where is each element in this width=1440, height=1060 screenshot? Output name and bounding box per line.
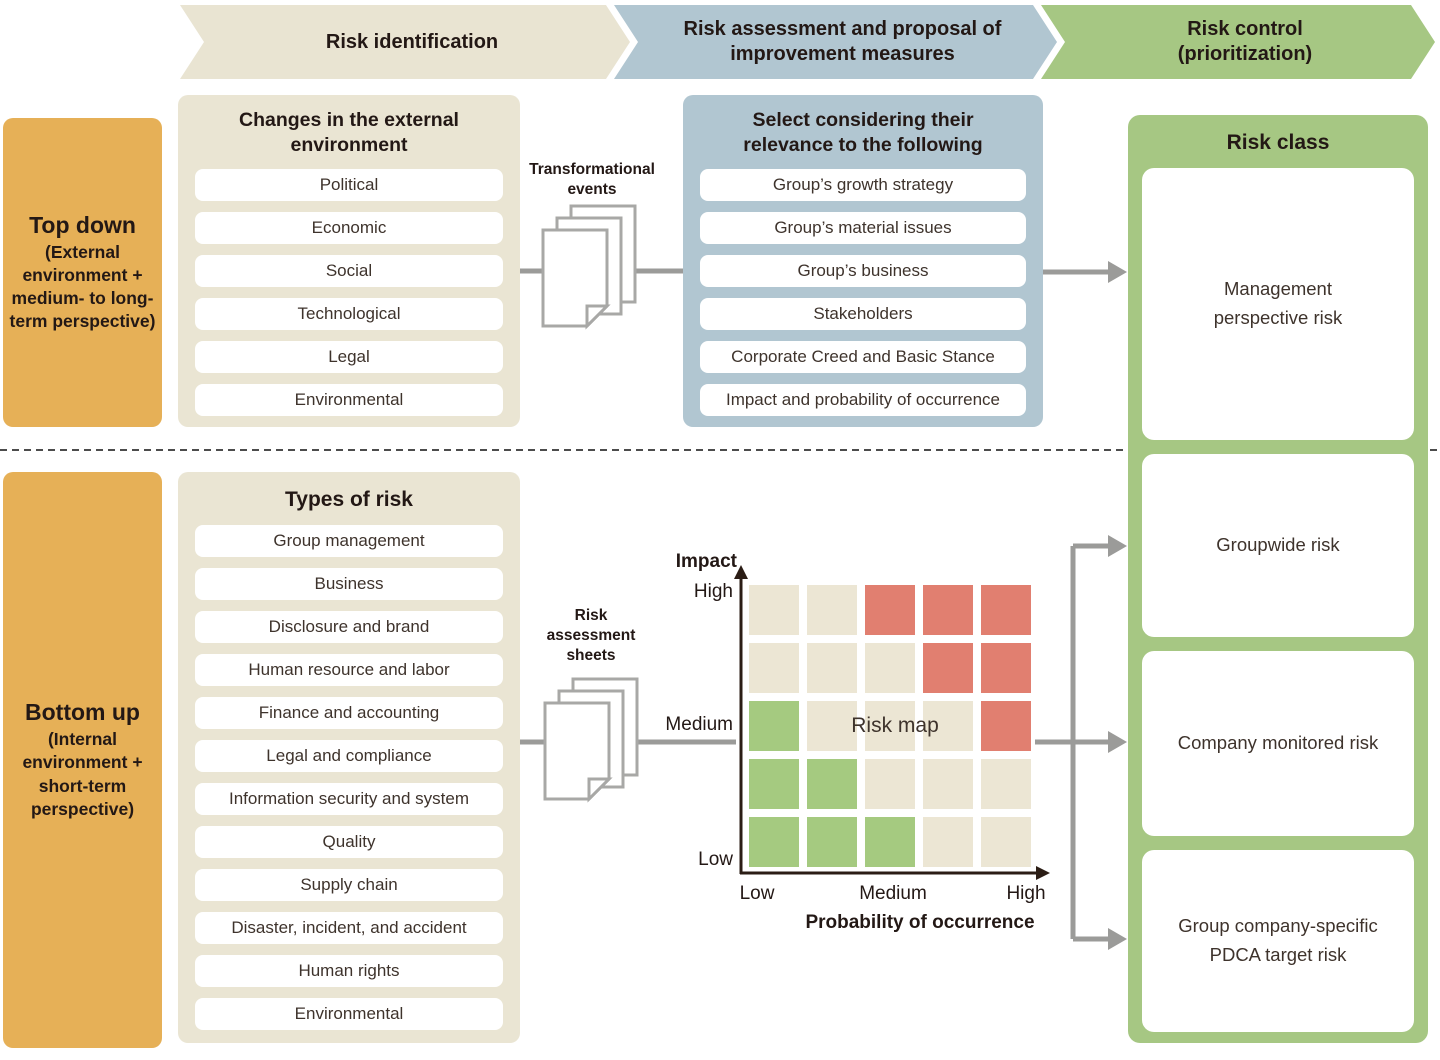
list-item: Group management	[195, 525, 503, 557]
panel-title: Changes in the external environment	[239, 109, 459, 156]
risk-map-cell-beige	[749, 585, 799, 635]
risk-map-cell-red	[865, 585, 915, 635]
list-item: Social	[195, 255, 503, 287]
risk-map-cell-beige	[865, 701, 915, 751]
list-item: Group’s business	[700, 255, 1026, 287]
risk-map-cell-green	[865, 817, 915, 867]
list-item: Information security and system	[195, 783, 503, 815]
risk-map-cell-green	[749, 817, 799, 867]
risk-class-box: Group company-specific PDCA target risk	[1142, 850, 1414, 1032]
risk-class-box: Company monitored risk	[1142, 651, 1414, 836]
risk-map-title: Risk map	[851, 714, 939, 737]
process-step-label: Risk assessment and proposal of improvem…	[683, 18, 1002, 65]
list-item: Human rights	[195, 955, 503, 987]
list-item: Legal and compliance	[195, 740, 503, 772]
risk-map-cell-green	[807, 817, 857, 867]
risk-map-cell-green	[807, 759, 857, 809]
list-item: Business	[195, 568, 503, 600]
list-item: Impact and probability of occurrence	[700, 384, 1026, 416]
transformational-events-label: Transformational events	[529, 161, 655, 199]
list-item: Finance and accounting	[195, 697, 503, 729]
list-item: Technological	[195, 298, 503, 330]
bottom-up-label-box: Bottom up (Internal environment + short-…	[3, 472, 162, 1048]
risk-map-cell-beige	[981, 759, 1031, 809]
process-step-risk-control: Risk control (prioritization)	[1041, 5, 1435, 79]
risk-map-cell-red	[923, 585, 973, 635]
y-tick-low: Low	[698, 849, 733, 870]
risk-map-cell-green	[749, 759, 799, 809]
risk-map-cell-beige	[981, 817, 1031, 867]
list-item: Environmental	[195, 384, 503, 416]
list-item: Group’s material issues	[700, 212, 1026, 244]
risk-map-cell-beige	[749, 643, 799, 693]
list-item: Economic	[195, 212, 503, 244]
selection-criteria-panel: Select considering their relevance to th…	[683, 95, 1043, 427]
risk-map-cell-beige	[807, 585, 857, 635]
x-tick-high: High	[1006, 883, 1046, 904]
list-item: Group’s growth strategy	[700, 169, 1026, 201]
y-tick-medium: Medium	[665, 714, 733, 735]
risk-map-cell-red	[923, 643, 973, 693]
list-item: Disaster, incident, and accident	[195, 912, 503, 944]
list-item: Environmental	[195, 998, 503, 1030]
document-stack-icon	[543, 677, 639, 803]
risk-map-cell-green	[749, 701, 799, 751]
list-item: Quality	[195, 826, 503, 858]
risk-map-cell-beige	[865, 643, 915, 693]
panel-title: Risk class	[1226, 131, 1330, 154]
top-down-label-box: Top down (External environment + medium-…	[3, 118, 162, 427]
risk-class-box: Management perspective risk	[1142, 168, 1414, 440]
process-step-label: Risk identification	[325, 30, 499, 53]
risk-map-cell-red	[981, 643, 1031, 693]
list-item: Supply chain	[195, 869, 503, 901]
list-item: Stakeholders	[700, 298, 1026, 330]
risk-map-cell-beige	[923, 701, 973, 751]
risk-map-cell-red	[981, 701, 1031, 751]
top-down-subtitle: (External environment + medium- to long-…	[9, 241, 156, 332]
flow-arrowheads	[1108, 261, 1127, 950]
risk-assessment-sheets-label: Risk assessment sheets	[546, 607, 636, 665]
process-step-risk-assessment: Risk assessment and proposal of improvem…	[614, 5, 1057, 79]
process-step-risk-identification: Risk identification	[180, 5, 630, 79]
list-item: Disclosure and brand	[195, 611, 503, 643]
list-item: Corporate Creed and Basic Stance	[700, 341, 1026, 373]
list-item: Political	[195, 169, 503, 201]
list-item: Human resource and labor	[195, 654, 503, 686]
risk-map-x-axis-label: Probability of occurrence	[805, 912, 1035, 933]
document-stack-icon	[541, 204, 637, 330]
risk-map-cell-beige	[807, 701, 857, 751]
risk-map-cell-beige	[923, 817, 973, 867]
risk-map-y-axis-label: Impact	[675, 551, 737, 572]
risk-map-cell-beige	[865, 759, 915, 809]
risk-map-cell-beige	[923, 759, 973, 809]
y-tick-high: High	[693, 581, 733, 602]
top-down-title: Top down	[29, 211, 136, 238]
bottom-up-title: Bottom up	[25, 699, 140, 726]
process-step-label: Risk control (prioritization)	[1177, 18, 1313, 65]
risk-class-box: Groupwide risk	[1142, 454, 1414, 637]
risk-map-cell-beige	[807, 643, 857, 693]
panel-title: Select considering their relevance to th…	[743, 109, 983, 156]
risk-map-grid	[749, 585, 1031, 867]
list-item: Legal	[195, 341, 503, 373]
x-tick-low: Low	[739, 883, 775, 904]
risk-map-cell-red	[981, 585, 1031, 635]
external-environment-panel: Changes in the external environment Poli…	[178, 95, 520, 427]
x-tick-medium: Medium	[859, 883, 927, 904]
bottom-up-subtitle: (Internal environment + short-term persp…	[22, 729, 143, 819]
panel-title: Types of risk	[285, 488, 413, 511]
